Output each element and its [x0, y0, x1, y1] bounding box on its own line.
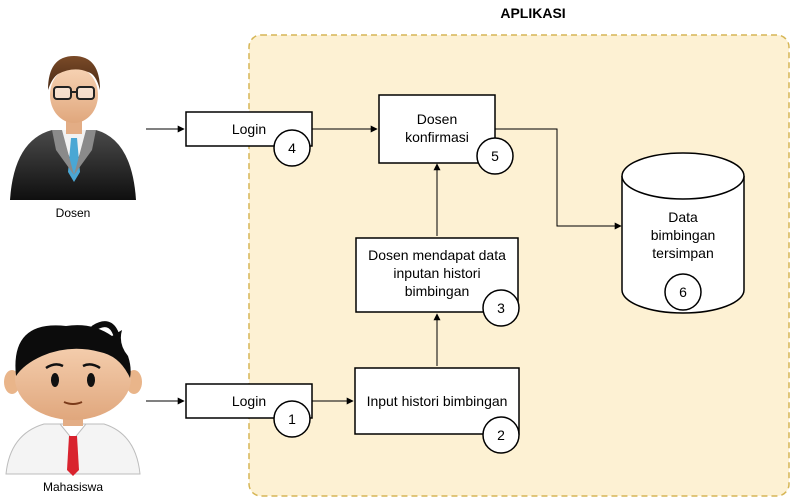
lecturer-avatar-icon: [10, 56, 136, 200]
step-login-dosen-label: Login: [232, 121, 266, 137]
step-login-mahasiswa: Login 1: [185, 383, 313, 438]
step-mendapat-line3: bimbingan: [405, 283, 470, 299]
step-number-6: 6: [679, 284, 687, 300]
step-number-3: 3: [497, 300, 505, 316]
arrow-konfirmasi-to-storage: [495, 128, 622, 230]
step-login-mahasiswa-label: Login: [232, 393, 266, 409]
step-number-1: 1: [288, 411, 296, 427]
step-input-histori-label: Input histori bimbingan: [367, 393, 508, 409]
connectors: [146, 125, 622, 405]
step-number-5: 5: [491, 148, 499, 164]
storage-line3: tersimpan: [652, 245, 713, 261]
storage-line2: bimbingan: [651, 227, 716, 243]
step-konfirmasi-line1: Dosen: [417, 111, 457, 127]
student-avatar-icon: [4, 321, 142, 476]
step-number-2: 2: [497, 427, 505, 443]
storage-line1: Data: [668, 209, 698, 225]
step-input-histori: Input histori bimbingan 2: [354, 367, 520, 454]
step-mendapat-line2: inputan histori: [393, 265, 480, 281]
step-login-dosen: Login 4: [185, 111, 313, 167]
actor-label-dosen: Dosen: [56, 206, 91, 220]
step-number-4: 4: [288, 140, 296, 156]
step-konfirmasi-line2: konfirmasi: [405, 129, 469, 145]
step-dosen-mendapat-data: Dosen mendapat data inputan histori bimb…: [355, 237, 520, 327]
step-mendapat-line1: Dosen mendapat data: [368, 247, 506, 263]
actor-label-mahasiswa: Mahasiswa: [43, 480, 103, 494]
application-title: APLIKASI: [500, 5, 565, 21]
step-dosen-konfirmasi: Dosen konfirmasi 5: [378, 94, 514, 175]
data-storage-cylinder: Data bimbingan tersimpan 6: [621, 152, 745, 314]
